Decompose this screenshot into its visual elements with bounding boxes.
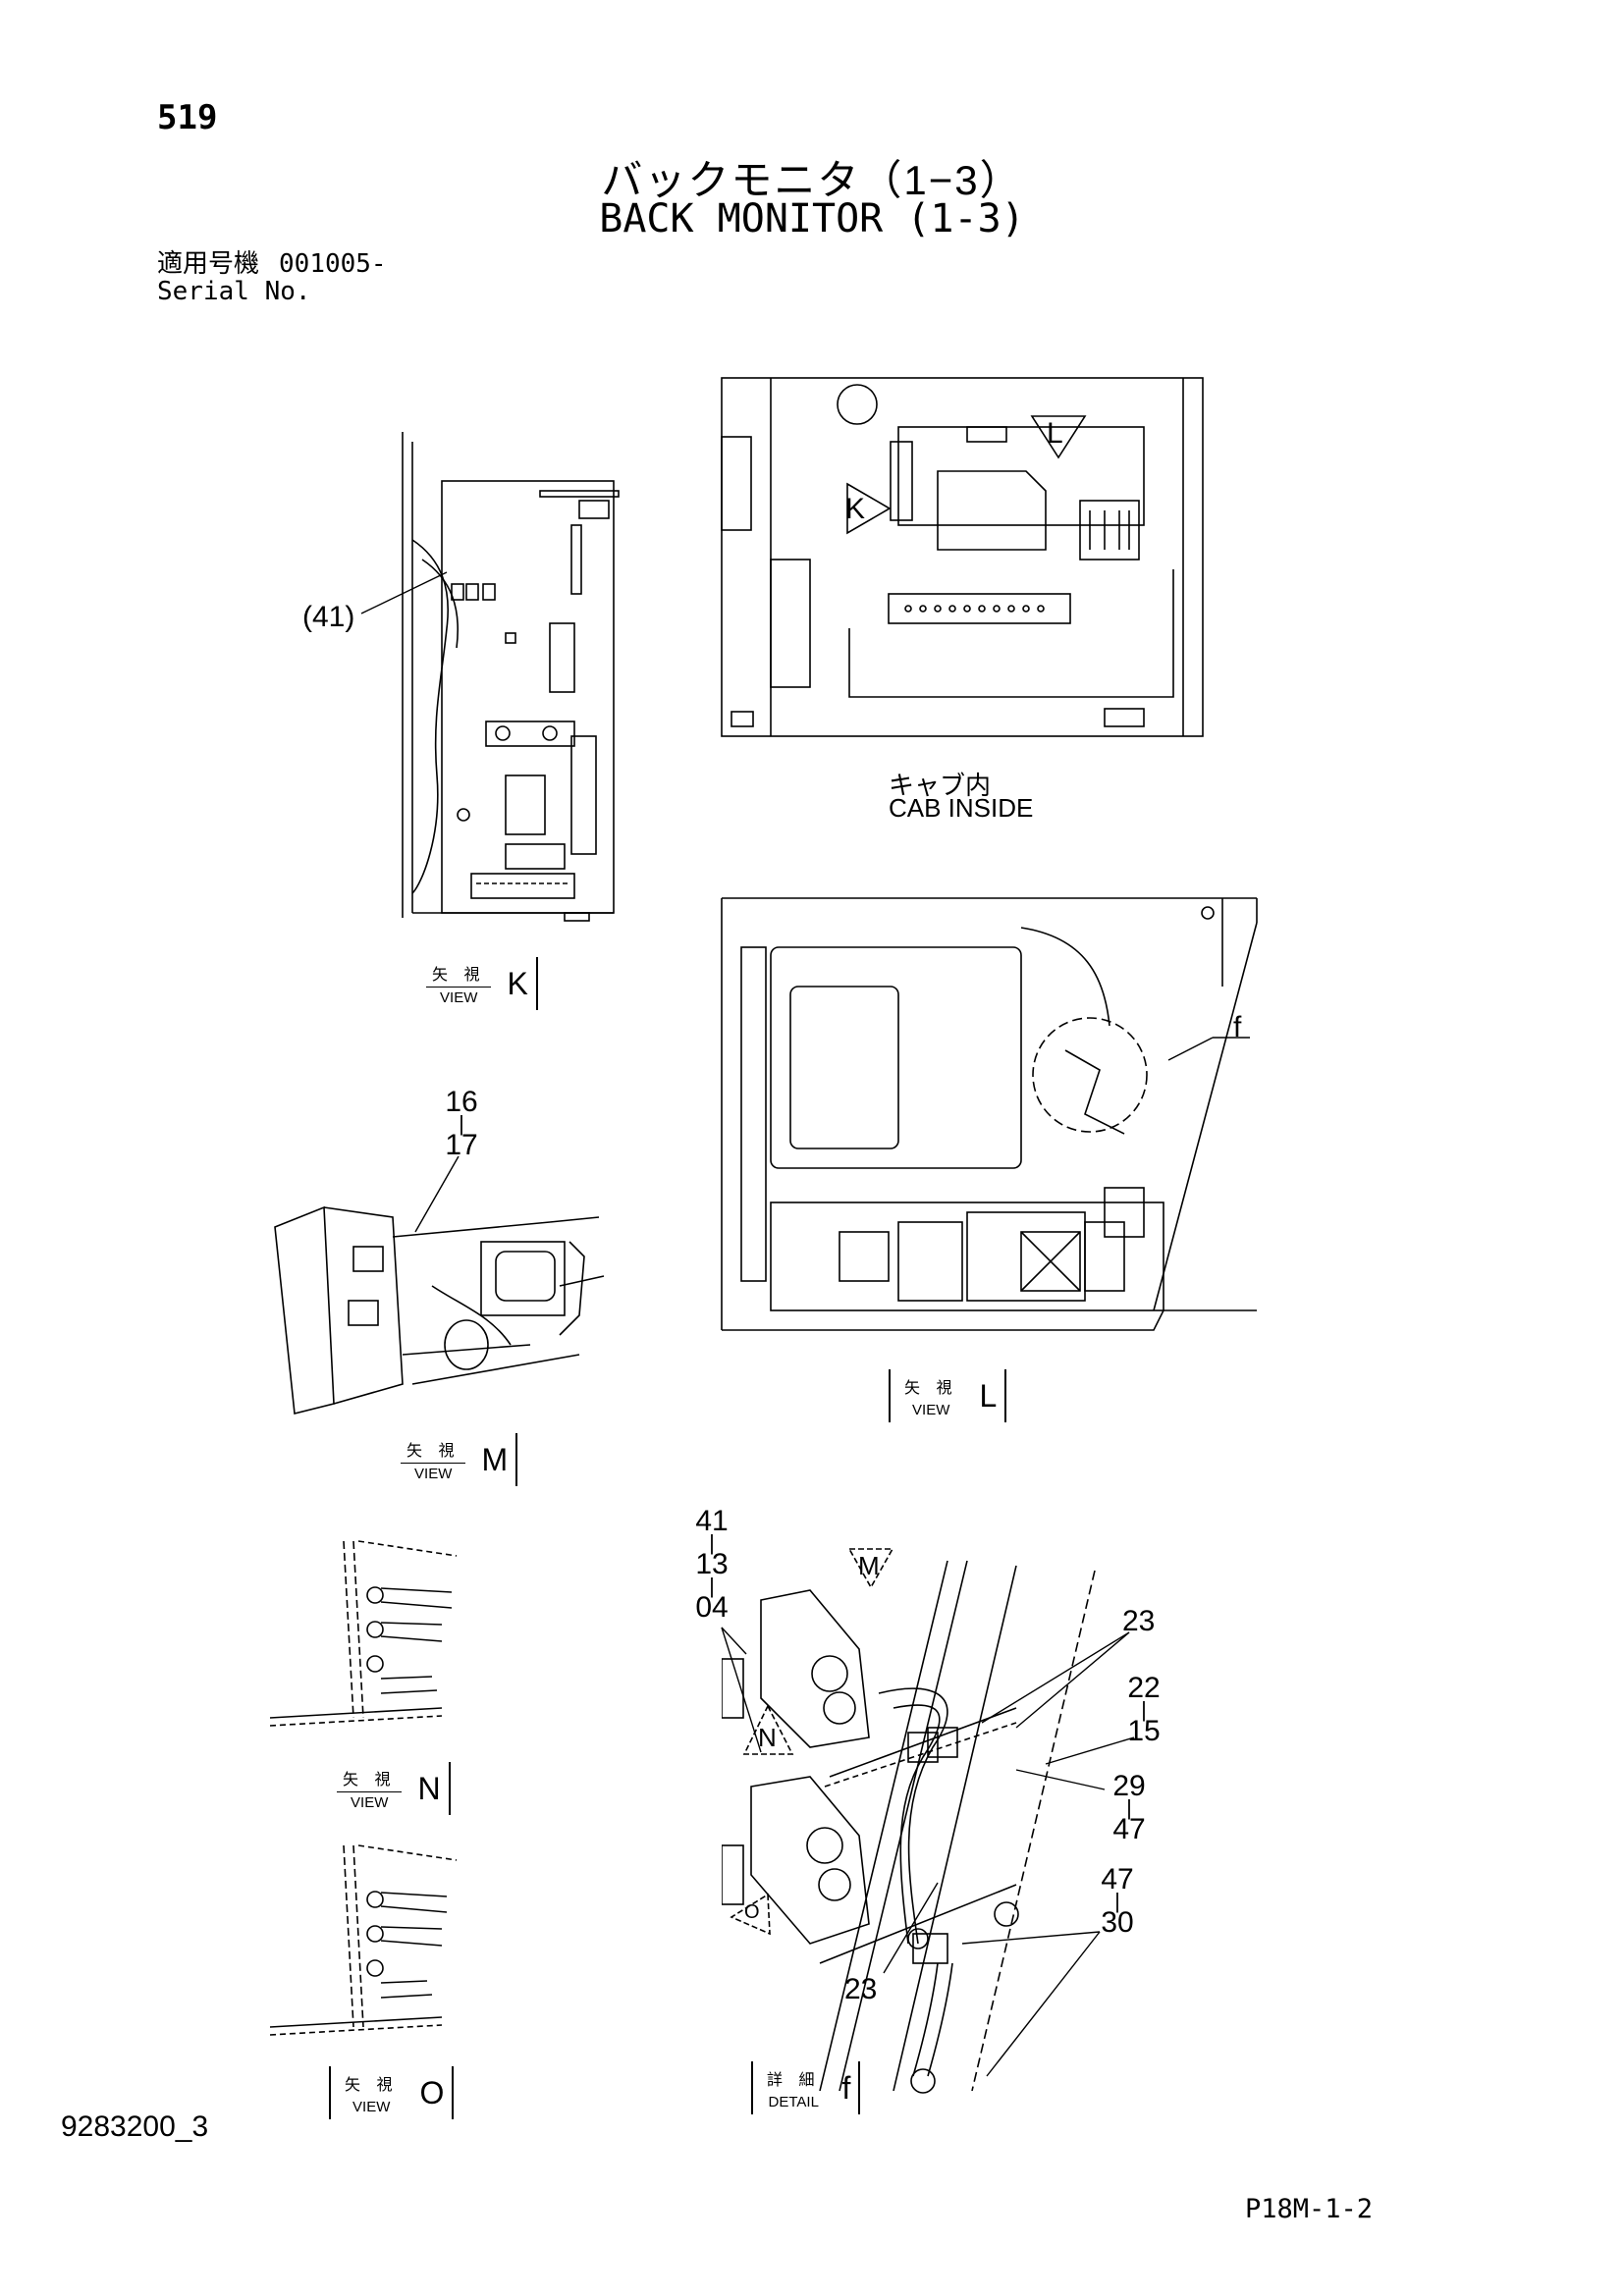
- leader-04: [721, 1627, 762, 1753]
- callout-16-17: 16 | 17: [445, 1086, 478, 1161]
- detail-f-letter: f: [841, 2069, 851, 2106]
- view-l-bar-left: [889, 1369, 891, 1422]
- view-o-jp: 矢 視: [345, 2076, 399, 2094]
- cab-inside-drawing: [721, 377, 1204, 737]
- serial-label-en: Serial No.: [157, 277, 311, 306]
- arrow-n-label: N: [758, 1723, 777, 1752]
- view-n-letter: N: [417, 1770, 441, 1806]
- detail-leader: [1167, 1037, 1250, 1061]
- callout-47-30: 47 | 30: [1101, 1863, 1134, 1939]
- detail-f-stack: 詳 細 DETAIL: [753, 2066, 834, 2110]
- leader-41: [360, 571, 448, 614]
- callout-29-47: 29 | 47: [1112, 1770, 1146, 1845]
- detail-f-jp: 詳 細: [767, 2071, 821, 2089]
- callout-17: 17: [445, 1129, 478, 1161]
- view-n-drawing: [269, 1540, 458, 1727]
- view-m-tag: 矢 視 VIEW M: [393, 1433, 518, 1486]
- view-m-stack: 矢 視 VIEW: [393, 1437, 473, 1482]
- view-k-letter: K: [507, 965, 528, 1001]
- view-k-drawing: [402, 432, 620, 922]
- callout-41: 41: [695, 1505, 729, 1537]
- view-l-en: VIEW: [912, 1401, 950, 1418]
- view-k-bar: [535, 957, 538, 1010]
- view-n-en: VIEW: [351, 1794, 389, 1811]
- detail-f-tag: 詳 細 DETAIL f: [751, 2061, 861, 2114]
- serial-value: 001005-: [279, 249, 387, 279]
- serial-row: 適用号機 001005-: [157, 250, 387, 278]
- view-k-stack: 矢 視 VIEW: [418, 961, 499, 1006]
- drawing-number: 9283200_3: [61, 2110, 209, 2143]
- detail-f-bar-left: [751, 2061, 753, 2114]
- view-l-jp: 矢 視: [904, 1379, 958, 1397]
- arrow-m-icon: [847, 1548, 894, 1589]
- callout-13: 13: [695, 1548, 729, 1580]
- callout-41-13-04: 41 | 13 | 04: [695, 1505, 729, 1624]
- cab-inside-en: CAB INSIDE: [889, 793, 1034, 823]
- view-m-bar: [515, 1433, 518, 1486]
- cab-inside-jp: キャブ内: [889, 771, 992, 800]
- sheet-code: P18M-1-2: [1245, 2194, 1374, 2224]
- arrow-m-label: M: [858, 1551, 880, 1580]
- view-m-drawing: [274, 1205, 605, 1415]
- view-o-bar-right: [452, 2066, 455, 2119]
- leader-47-30: [961, 1931, 1101, 2077]
- arrow-k-icon: [846, 482, 892, 535]
- serial-label-jp: 適用号機: [157, 249, 260, 279]
- callout-47a: 47: [1112, 1813, 1146, 1845]
- view-l-tag: 矢 視 VIEW L: [889, 1369, 1007, 1422]
- callout-16: 16: [445, 1086, 478, 1118]
- arrow-l-icon: [1030, 415, 1087, 459]
- detail-f-en: DETAIL: [768, 2093, 819, 2110]
- view-l-drawing: [721, 897, 1258, 1331]
- arrow-l-label: L: [1047, 417, 1063, 450]
- title-english: BACK MONITOR (1-3): [599, 196, 1025, 241]
- leader-29-47: [1015, 1769, 1106, 1790]
- callout-23-bottom: 23: [844, 1973, 878, 2005]
- leader-22-15: [1045, 1736, 1135, 1765]
- detail-f-drawing: [722, 1560, 1096, 2094]
- view-l-letter: L: [979, 1377, 998, 1414]
- view-k-en: VIEW: [440, 989, 478, 1006]
- detail-f-bar-right: [858, 2061, 861, 2114]
- callout-22: 22: [1127, 1672, 1161, 1704]
- callout-23-top: 23: [1122, 1605, 1156, 1637]
- leader-16-17: [414, 1155, 460, 1233]
- view-n-jp: 矢 視: [337, 1766, 403, 1792]
- callout-47b: 47: [1101, 1863, 1134, 1896]
- callout-15: 15: [1127, 1715, 1161, 1747]
- page-number: 519: [157, 98, 218, 137]
- view-k-jp: 矢 視: [426, 961, 492, 988]
- view-o-drawing: [269, 1844, 458, 2036]
- view-o-letter: O: [419, 2074, 445, 2110]
- view-o-tag: 矢 視 VIEW O: [329, 2066, 455, 2119]
- view-m-letter: M: [481, 1441, 509, 1477]
- view-o-bar-left: [329, 2066, 331, 2119]
- view-m-jp: 矢 視: [401, 1437, 466, 1464]
- callout-22-15: 22 | 15: [1127, 1672, 1161, 1747]
- arrow-o-label: O: [744, 1901, 760, 1923]
- title-japanese: バックモニタ（1−3）: [601, 157, 1023, 203]
- arrow-n-icon: [742, 1704, 794, 1755]
- view-m-en: VIEW: [414, 1466, 453, 1482]
- view-l-stack: 矢 視 VIEW: [891, 1374, 971, 1418]
- view-n-bar: [448, 1762, 451, 1815]
- view-o-stack: 矢 視 VIEW: [331, 2071, 411, 2115]
- callout-41-paren: (41): [302, 601, 355, 633]
- leader-23-top: [981, 1631, 1130, 1729]
- callout-29: 29: [1112, 1770, 1146, 1802]
- serial-block: 適用号機 001005- Serial No.: [157, 250, 387, 305]
- view-o-en: VIEW: [352, 2098, 391, 2115]
- view-k-tag: 矢 視 VIEW K: [418, 957, 538, 1010]
- view-l-bar-right: [1004, 1369, 1007, 1422]
- callout-30: 30: [1101, 1906, 1134, 1939]
- callout-04: 04: [695, 1591, 729, 1624]
- leader-23-bottom: [883, 1882, 939, 1974]
- arrow-k-label: K: [845, 493, 866, 525]
- view-n-stack: 矢 視 VIEW: [329, 1766, 409, 1811]
- detail-marker-f: f: [1233, 1011, 1242, 1043]
- arrow-o-icon: [730, 1893, 771, 1936]
- view-n-tag: 矢 視 VIEW N: [329, 1762, 451, 1815]
